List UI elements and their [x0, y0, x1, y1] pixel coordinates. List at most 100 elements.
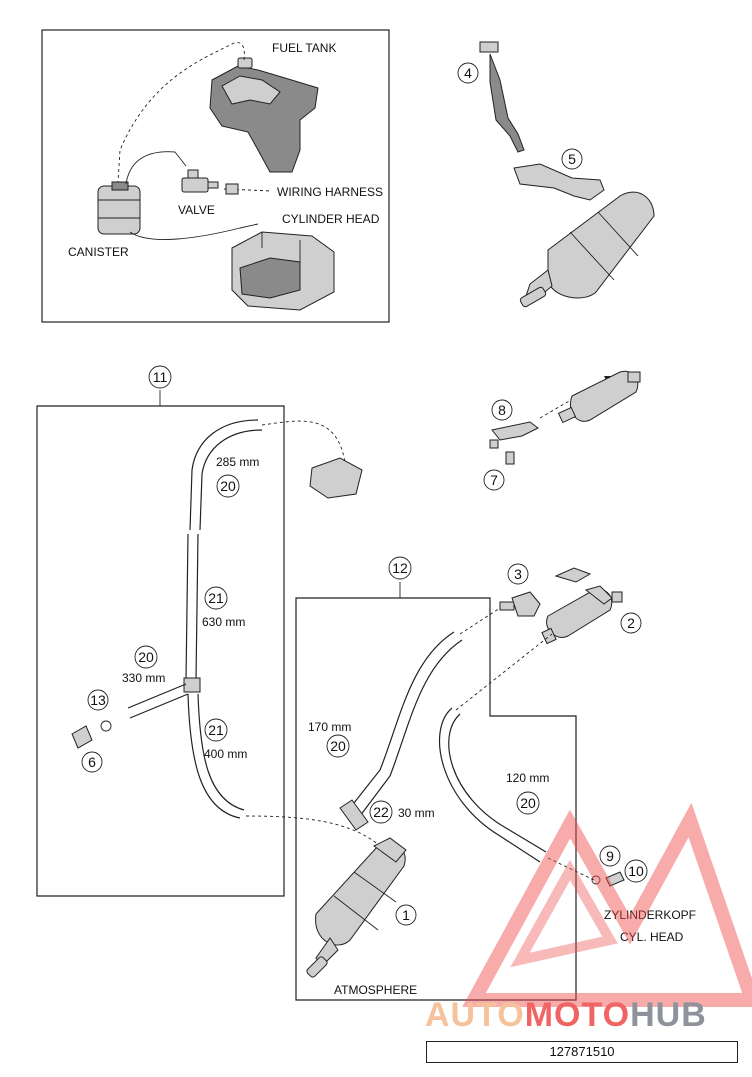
valve-label: VALVE: [178, 203, 215, 217]
hose-22-stub: [339, 799, 369, 831]
svg-text:4: 4: [464, 65, 472, 81]
svg-text:3: 3: [514, 566, 522, 582]
length-400: 400 mm: [204, 747, 247, 761]
svg-text:6: 6: [88, 754, 96, 770]
hose-set-11: [36, 390, 381, 897]
hose-20-170-b: [359, 639, 463, 817]
hose-20-120: [439, 707, 541, 863]
valve-2-drawing: [541, 585, 623, 645]
hose-20-170: [349, 631, 455, 809]
tank-hose-line: [117, 42, 245, 183]
box-11-frame: [36, 405, 285, 897]
callout-20-a: 20: [216, 474, 240, 498]
svg-text:7: 7: [490, 472, 498, 488]
cyl-head-label: CYL. HEAD: [620, 930, 684, 944]
inset-overview: FUEL TANK WIRING HARNESS VALVE CYLINDER …: [41, 29, 390, 323]
labels: 285 mm 630 mm 330 mm 400 mm 170 mm 30 mm…: [122, 455, 696, 997]
callouts: 4 5 8 7 11 12 3 2 20 21 20 13 21 6 20 22…: [81, 62, 648, 926]
hose-120-leader: [455, 633, 553, 711]
part-8-bracket: [491, 421, 539, 441]
callout-12: 12: [388, 556, 412, 580]
canister-label: CANISTER: [68, 245, 129, 259]
hose-21-long-b: [195, 533, 199, 681]
part-4-5-group: [479, 41, 655, 308]
callout-10: 10: [624, 859, 648, 883]
part-7-screw-b: [505, 451, 515, 465]
hose-set-12: [295, 582, 625, 1001]
length-285: 285 mm: [216, 455, 259, 469]
hose-20-120-b: [448, 713, 547, 853]
callout-2: 2: [620, 612, 642, 634]
canister-drawing: [97, 181, 141, 235]
part-8-leader: [539, 375, 613, 419]
tee-fitting: [183, 677, 201, 693]
part-4-strap: [489, 53, 525, 153]
harness-plug: [225, 183, 239, 195]
watermark-logo-shape: [462, 802, 752, 1007]
svg-text:20: 20: [520, 795, 536, 811]
callout-20-d: 20: [516, 791, 540, 815]
callout-20-b: 20: [134, 645, 158, 669]
cylinder-head-drawing: [231, 231, 335, 311]
part-2-bracket-clip: [554, 567, 592, 583]
cylinder-head-label: CYLINDER HEAD: [282, 212, 380, 226]
svg-text:21: 21: [208, 590, 224, 606]
svg-text:11: 11: [153, 369, 168, 385]
callout-22: 22: [369, 800, 393, 824]
tank-breather-fitting: [309, 457, 363, 499]
svg-text:20: 20: [220, 478, 236, 494]
length-630: 630 mm: [202, 615, 245, 629]
part-4-clip: [479, 41, 499, 53]
watermark-text: AUTOMOTOHUB: [425, 996, 707, 1034]
part-10-nipple: [605, 871, 625, 887]
part-13-clamp: [100, 720, 112, 732]
svg-text:8: 8: [498, 402, 506, 418]
callout-9: 9: [599, 845, 621, 867]
valve-8-drawing: [557, 370, 641, 424]
head-leader: [547, 857, 595, 881]
part-9-clamp: [591, 875, 601, 885]
svg-text:20: 20: [138, 649, 154, 665]
hose-20-short: [127, 683, 187, 709]
part-7-screw-a: [489, 439, 499, 449]
svg-text:9: 9: [606, 848, 614, 864]
callout-13: 13: [87, 689, 109, 711]
callout-5: 5: [561, 148, 583, 170]
atmosphere-label: ATMOSPHERE: [334, 983, 417, 997]
inset-frame: [41, 29, 390, 323]
length-330: 330 mm: [122, 671, 165, 685]
part-2-3-group: [499, 567, 623, 645]
svg-text:13: 13: [90, 692, 106, 708]
svg-text:22: 22: [373, 804, 389, 820]
canister-to-head-line: [129, 223, 259, 240]
valve-drawing: [181, 169, 219, 193]
hose-20-leader: [261, 420, 347, 471]
hose-170-leader: [459, 607, 501, 635]
fuel-tank-label: FUEL TANK: [272, 41, 336, 55]
svg-text:2: 2: [627, 615, 635, 631]
callout-6: 6: [81, 751, 103, 773]
callout-8: 8: [491, 399, 513, 421]
hose-21-lower-b: [197, 693, 245, 811]
wiring-harness-label: WIRING HARNESS: [277, 185, 383, 199]
svg-text:21: 21: [208, 722, 224, 738]
callout-3: 3: [507, 563, 529, 585]
zylinderkopf-label: ZYLINDERKOPF: [604, 908, 696, 922]
canister-1-drawing: [306, 837, 407, 978]
svg-text:20: 20: [330, 738, 346, 754]
callout-20-c: 20: [326, 734, 350, 758]
callout-7: 7: [483, 469, 505, 491]
svg-text:1: 1: [402, 907, 410, 923]
hose-20-upper-b: [199, 429, 263, 531]
length-120: 120 mm: [506, 771, 549, 785]
callout-1: 1: [395, 904, 417, 926]
hose-21-long: [185, 533, 189, 681]
hose-20-short-b: [129, 693, 189, 719]
hose-21-lower: [187, 693, 241, 819]
callout-11: 11: [148, 365, 172, 389]
callout-21-a: 21: [204, 586, 228, 610]
svg-text:10: 10: [628, 863, 644, 879]
box-12-frame: [295, 597, 577, 1001]
fuel-tank-drawing: [209, 57, 319, 173]
